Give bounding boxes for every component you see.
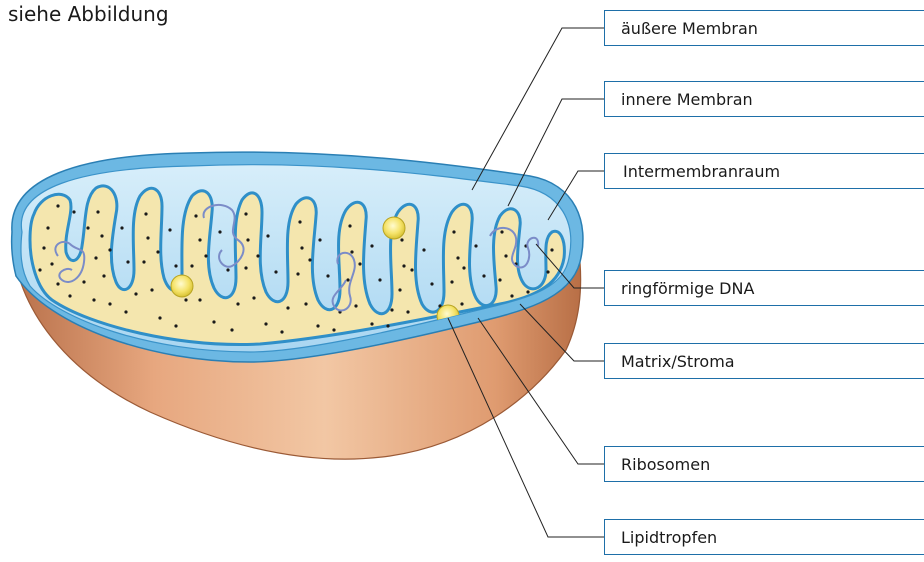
label-intermembrane-space: Intermembranraum bbox=[604, 153, 924, 189]
label-ribosomes: Ribosomen bbox=[604, 446, 924, 482]
label-matrix-stroma: Matrix/Stroma bbox=[604, 343, 924, 379]
label-inner-membrane: innere Membran bbox=[604, 81, 924, 117]
label-outer-membrane: äußere Membran bbox=[604, 10, 924, 46]
label-lipid-droplets: Lipidtropfen bbox=[604, 519, 924, 555]
label-circular-dna: ringförmige DNA bbox=[604, 270, 924, 306]
